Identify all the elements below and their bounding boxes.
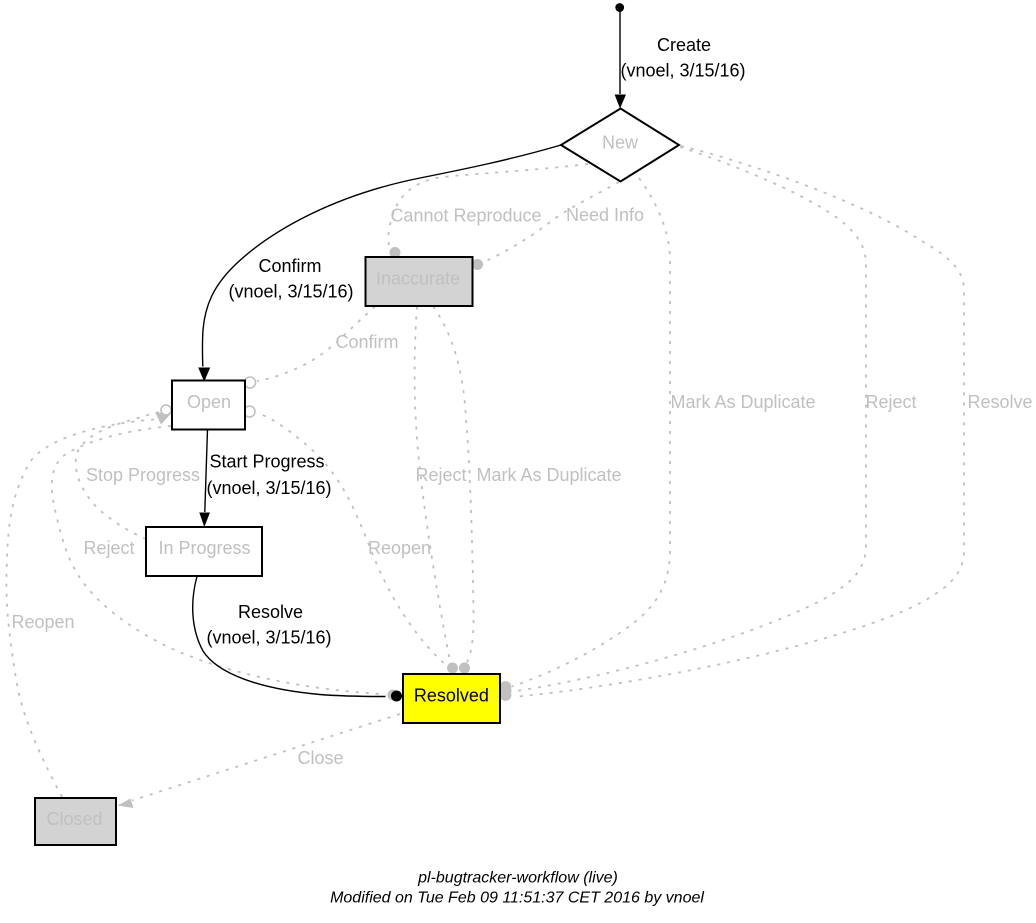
svg-text:Mark As Duplicate: Mark As Duplicate (670, 392, 815, 412)
svg-text:Reject: Reject (83, 538, 134, 558)
svg-text:Create: Create (657, 35, 711, 55)
svg-text:(vnoel, 3/15/16): (vnoel, 3/15/16) (206, 628, 331, 648)
svg-text:Resolve: Resolve (967, 392, 1032, 412)
svg-text:Start Progress: Start Progress (209, 452, 324, 472)
svg-text:(vnoel, 3/15/16): (vnoel, 3/15/16) (206, 478, 331, 498)
svg-text:Reject: Reject (865, 392, 916, 412)
svg-text:Confirm: Confirm (258, 256, 321, 276)
svg-text:(vnoel, 3/15/16): (vnoel, 3/15/16) (228, 282, 353, 302)
svg-text:Resolve: Resolve (238, 602, 303, 622)
svg-text:Cannot Reproduce: Cannot Reproduce (390, 206, 541, 226)
svg-text:New: New (602, 133, 639, 153)
svg-text:Confirm: Confirm (335, 332, 398, 352)
svg-text:Close: Close (297, 748, 343, 768)
svg-text:(vnoel, 3/15/16): (vnoel, 3/15/16) (620, 61, 745, 81)
svg-text:pl-bugtracker-workflow (live): pl-bugtracker-workflow (live) (417, 870, 618, 887)
svg-text:Mark As Duplicate: Mark As Duplicate (476, 465, 621, 485)
svg-text:Inaccurate: Inaccurate (376, 269, 460, 289)
svg-text:Closed: Closed (46, 809, 102, 829)
svg-text:Reject: Reject (415, 465, 466, 485)
svg-text:Resolved: Resolved (414, 686, 489, 706)
svg-text:Open: Open (187, 392, 231, 412)
svg-text:Reopen: Reopen (368, 538, 431, 558)
svg-text:Reopen: Reopen (11, 612, 74, 632)
svg-text:Need Info: Need Info (566, 205, 644, 225)
svg-text:Modified on Tue Feb 09 11:51:3: Modified on Tue Feb 09 11:51:37 CET 2016… (330, 890, 704, 907)
svg-text:In Progress: In Progress (158, 538, 250, 558)
svg-text:Stop Progress: Stop Progress (86, 465, 200, 485)
